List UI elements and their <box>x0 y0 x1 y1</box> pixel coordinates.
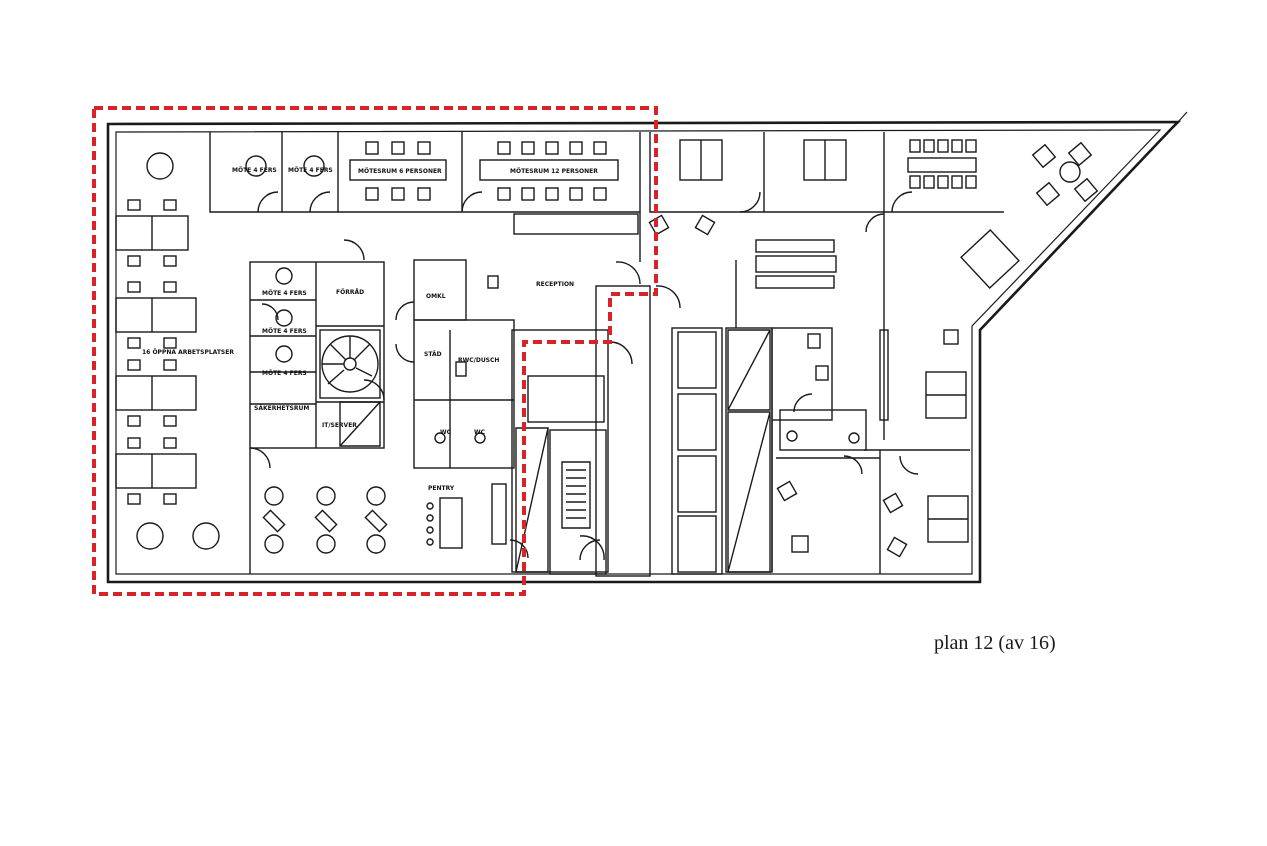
room-label-open-workplaces: 16 ÖPPNA ARBETSPLATSER <box>142 349 234 356</box>
room-label-motesrum-6: MÖTESRUM 6 PERSONER <box>358 168 442 175</box>
elevators <box>677 331 717 573</box>
shafts <box>339 329 771 573</box>
room-label-mote-1: MÖTE 4 FERS <box>232 167 277 174</box>
plan-caption: plan 12 (av 16) <box>934 632 1056 654</box>
office-desks <box>648 139 1099 558</box>
room-label-wc-2: WC <box>474 429 486 436</box>
room-label-rwc: RWC/DUSCH <box>458 357 499 364</box>
room-label-sakerhetsrum: SÄKERHETSRUM <box>254 405 309 412</box>
room-label-motesrum-12: MÖTESRUM 12 PERSONER <box>510 168 598 175</box>
spiral-stair <box>319 329 381 399</box>
fixtures <box>434 275 860 444</box>
top-room-walls <box>209 132 1004 262</box>
open-desks <box>115 199 197 505</box>
room-label-mote-c: MÖTE 4 FERS <box>262 370 307 377</box>
room-label-stad: STÄD <box>424 351 442 358</box>
left-wing-walls <box>249 261 385 574</box>
room-label-mote-a: MÖTE 4 FERS <box>262 290 307 297</box>
doors <box>249 191 919 561</box>
room-label-pentry: PENTRY <box>428 485 455 492</box>
right-wing-walls <box>776 212 970 574</box>
room-label-mote-2: MÖTE 4 FERS <box>288 167 333 174</box>
highlight-boundary <box>92 106 658 596</box>
room-label-forrad: FÖRRÅD <box>336 289 364 296</box>
room-label-itserver: IT/SERVER <box>322 422 357 429</box>
room-label-mote-b: MÖTE 4 FERS <box>262 328 307 335</box>
pentry-tables <box>262 483 507 554</box>
room-label-wc-1: WC <box>440 429 452 436</box>
round-tables <box>136 152 1081 550</box>
room-label-omkl: OMKL <box>426 293 446 300</box>
main-stair <box>561 461 605 561</box>
room-label-reception: RECEPTION <box>536 281 574 288</box>
outer-wall <box>106 111 1188 584</box>
meeting-tables <box>349 139 977 289</box>
core-walls <box>413 259 833 577</box>
